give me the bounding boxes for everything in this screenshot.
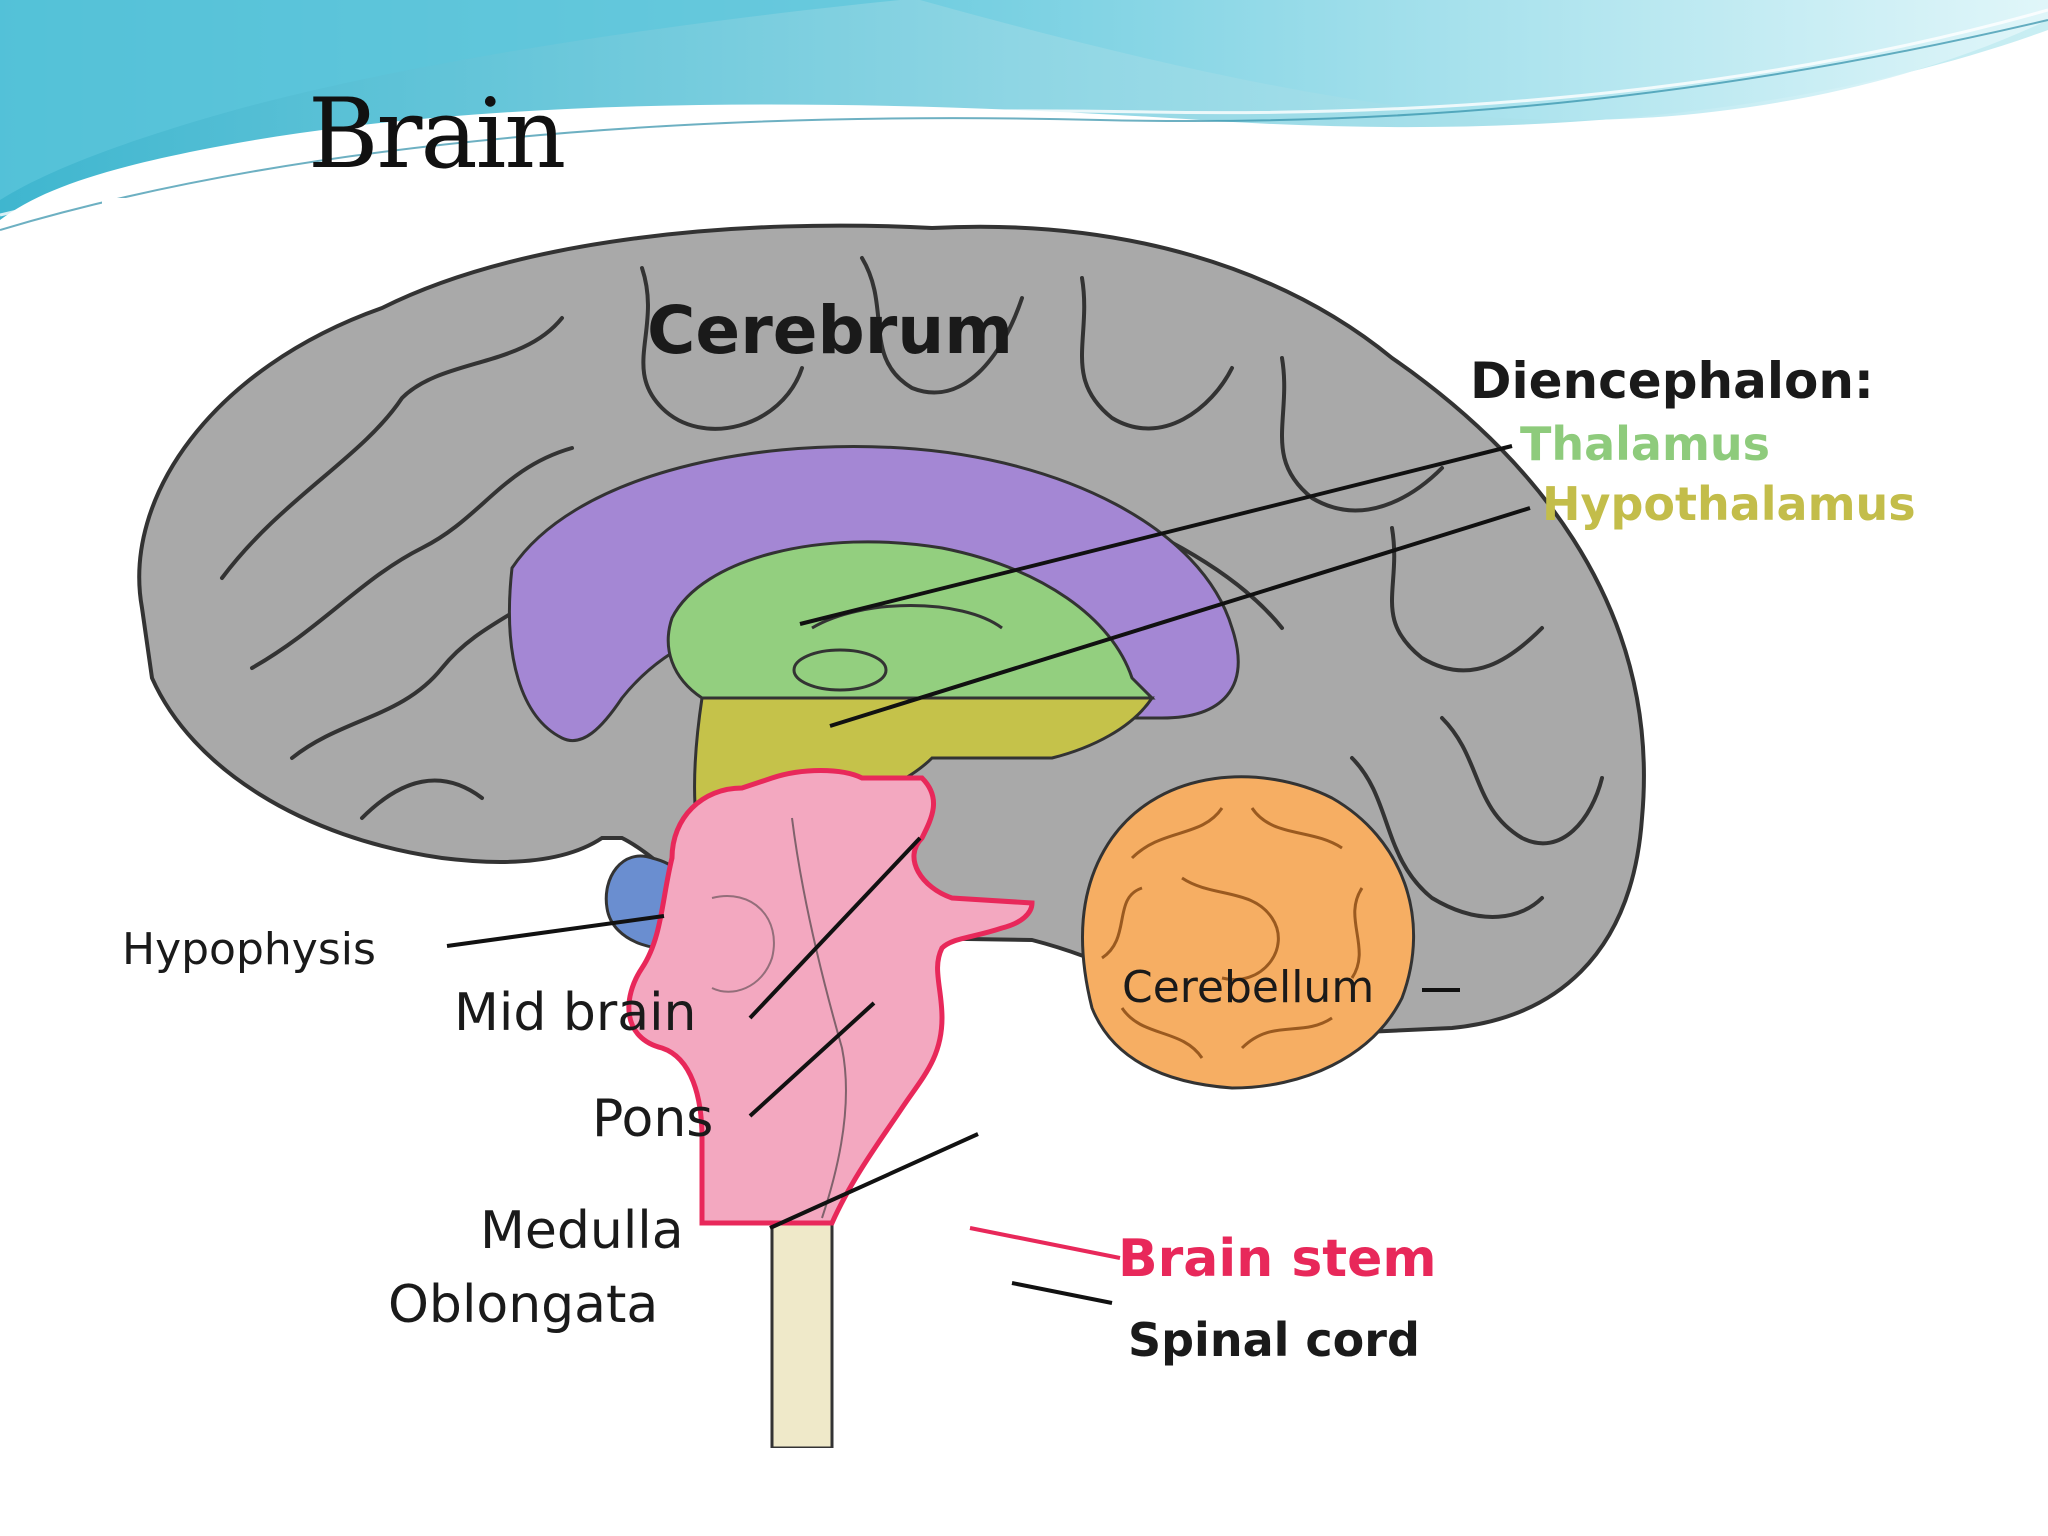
leader-lines [446, 444, 1531, 1305]
spinal-cord-label: Spinal cord [1128, 1313, 1420, 1367]
mid-brain-label: Mid brain [454, 983, 697, 1043]
pons-label: Pons [592, 1089, 713, 1149]
thalamus-label: Thalamus [1520, 417, 1770, 471]
brain-stem-label: Brain stem [1118, 1229, 1437, 1289]
diagram-panel: Cerebrum Diencephalon: Thalamus Hypothal… [102, 198, 1982, 1448]
thalamus-region [666, 540, 1156, 700]
cerebrum-label: Cerebrum [647, 292, 1013, 369]
mid-brain-leader [748, 836, 922, 1020]
medulla-leader [769, 1132, 979, 1230]
diencephalon-label: Diencephalon: [1470, 352, 1874, 410]
cerebellum-label: Cerebellum [1122, 962, 1374, 1013]
hypothalamus-leader [829, 506, 1531, 728]
spinal-cord-shape [770, 1221, 834, 1448]
hypophysis-label: Hypophysis [122, 924, 376, 975]
brain-stem-leader [969, 1226, 1121, 1260]
hypophysis-leader [446, 914, 665, 948]
thalamus-leader [799, 444, 1513, 626]
cerebellum-shape [1081, 775, 1416, 1090]
medulla-label-line1: Medulla [480, 1201, 684, 1261]
cerebellum [1081, 775, 1416, 1090]
brain-stem-shape [626, 768, 1035, 1226]
title-wave-banner [0, 0, 2048, 231]
spinal-cord-leader [1011, 1281, 1113, 1305]
brain-diagram: Cerebrum Diencephalon: Thalamus Hypothal… [122, 223, 1916, 1448]
slide-title: Brain [308, 78, 566, 190]
hypothalamus-label: Hypothalamus [1542, 477, 1916, 531]
pons-leader [748, 1001, 876, 1118]
cerebellum-folia [1101, 807, 1364, 1059]
medulla-label-line2: Oblongata [388, 1275, 658, 1335]
